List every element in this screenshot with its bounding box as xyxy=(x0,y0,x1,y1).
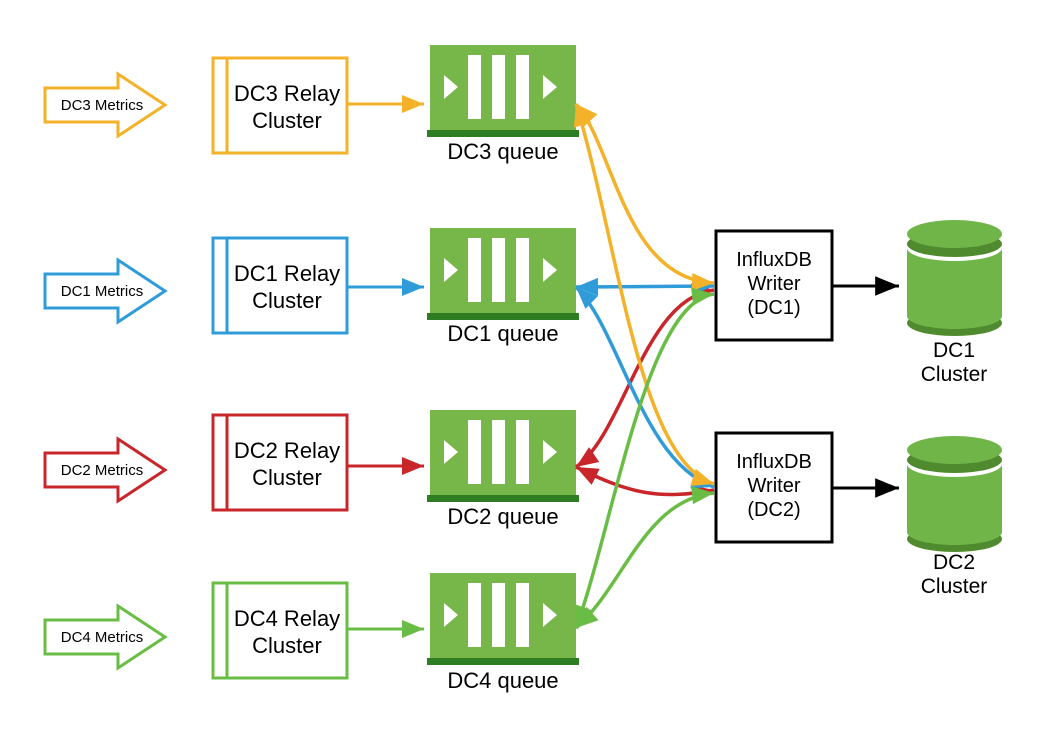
writer-dc1-line2: Writer xyxy=(748,273,801,295)
dc4-metrics-label: DC4 Metrics xyxy=(61,629,144,646)
dc1-queue-label: DC1 queue xyxy=(447,321,558,346)
dc1-relay-label-line2: Cluster xyxy=(252,288,322,313)
influxdb-writer-dc1-box xyxy=(714,229,834,342)
writer-dc1-line3: (DC1) xyxy=(747,297,800,319)
dc1-cluster-label-line1: DC1 xyxy=(933,339,975,362)
dc3-relay-label-line2: Cluster xyxy=(252,108,322,133)
edge-dc4queue-writer1 xyxy=(574,287,715,629)
row-dc2: DC2 Metrics DC2 Relay Cluster DC2 queue xyxy=(43,410,579,529)
dc4-queue-label: DC4 queue xyxy=(447,668,558,693)
dc2-queue-label: DC2 queue xyxy=(447,504,558,529)
dc4-queue-icon xyxy=(427,573,579,665)
edge-dc1queue-writer1 xyxy=(575,277,715,296)
writer-dc2-line3: (DC2) xyxy=(747,499,800,521)
writer-dc2-line1: InfluxDB xyxy=(736,451,812,473)
influxdb-writer-dc2-box xyxy=(714,431,834,544)
influxdb-writer-dc1: InfluxDB Writer (DC1) xyxy=(714,229,834,342)
dc1-metrics-label: DC1 Metrics xyxy=(61,283,144,300)
row-dc1: DC1 Metrics DC1 Relay Cluster DC1 queue xyxy=(43,228,579,346)
dc2-cluster: DC2 Cluster xyxy=(907,436,1002,598)
dc1-cluster-database-icon xyxy=(907,220,1002,336)
dc1-cluster: DC1 Cluster xyxy=(907,220,1002,386)
influxdb-writer-dc2: InfluxDB Writer (DC2) xyxy=(714,431,834,544)
dc1-queue-icon xyxy=(427,228,579,320)
edge-dc4queue-writer2 xyxy=(574,486,715,630)
dc2-relay-label-line2: Cluster xyxy=(252,465,322,490)
edge-dc3queue-writer2 xyxy=(573,103,715,486)
dc2-cluster-label-line1: DC2 xyxy=(933,551,975,574)
dc3-queue-icon xyxy=(427,45,579,137)
dc2-queue-icon xyxy=(427,410,579,502)
dc3-metrics-label: DC3 Metrics xyxy=(61,97,144,114)
row-dc4: DC4 Metrics DC4 Relay Cluster DC4 queue xyxy=(43,573,579,693)
dc3-queue-label: DC3 queue xyxy=(447,139,558,164)
dc2-cluster-database-icon xyxy=(907,436,1002,552)
dc1-cluster-label-line2: Cluster xyxy=(921,363,988,386)
dc4-relay-label-line1: DC4 Relay xyxy=(234,606,340,631)
queue-writer-edges xyxy=(573,102,715,630)
row-dc3: DC3 Metrics DC3 Relay Cluster DC3 queue xyxy=(43,45,579,164)
dc2-relay-label-line1: DC2 Relay xyxy=(234,438,340,463)
dc1-relay-label-line1: DC1 Relay xyxy=(234,261,340,286)
writer-dc2-line2: Writer xyxy=(748,475,801,497)
dc4-relay-label-line2: Cluster xyxy=(252,633,322,658)
writer-dc1-line1: InfluxDB xyxy=(736,249,812,271)
dc2-cluster-label-line2: Cluster xyxy=(921,575,988,598)
dc3-relay-label-line1: DC3 Relay xyxy=(234,81,340,106)
edge-dc3queue-writer1 xyxy=(574,102,715,291)
dc2-metrics-label: DC2 Metrics xyxy=(61,462,144,479)
